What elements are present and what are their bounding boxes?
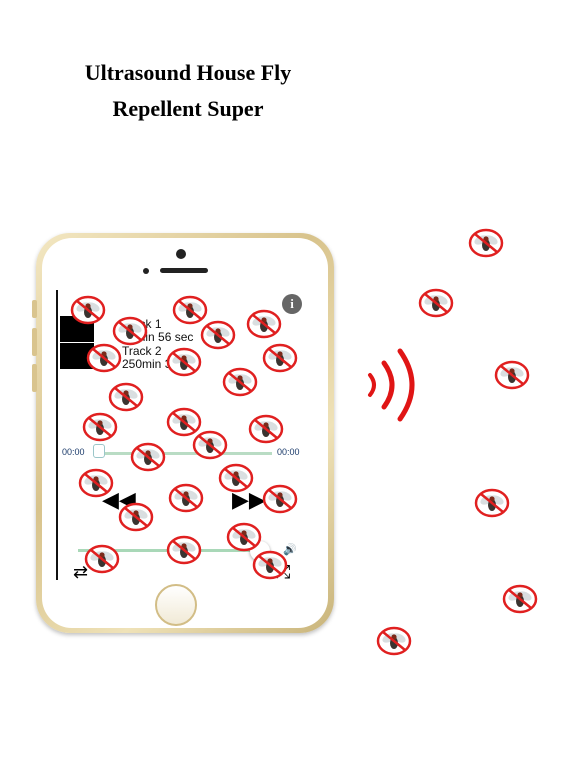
no-fly-icon: [246, 309, 282, 339]
home-button: [155, 584, 197, 626]
no-fly-icon: [172, 295, 208, 325]
progress-slider[interactable]: [100, 452, 272, 455]
no-fly-icon: [168, 483, 204, 513]
no-fly-icon: [252, 550, 288, 580]
progress-slider-thumb[interactable]: [93, 444, 105, 458]
speaker-icon: 🔊: [283, 544, 297, 556]
no-fly-icon: [130, 442, 166, 472]
time-total: 00:00: [277, 447, 300, 457]
no-fly-icon: [248, 414, 284, 444]
repeat-icon[interactable]: ⇄: [73, 562, 89, 582]
no-fly-icon: [166, 535, 202, 565]
no-fly-icon: [226, 522, 262, 552]
earpiece-speaker: [160, 268, 208, 273]
info-button[interactable]: i: [282, 294, 302, 314]
no-fly-icon: [192, 430, 228, 460]
no-fly-icon: [494, 360, 530, 390]
no-fly-icon: [84, 544, 120, 574]
no-fly-icon: [376, 626, 412, 656]
ultrasound-waves-icon: [368, 348, 415, 422]
headline-line-2: Repellent Super: [112, 96, 264, 121]
no-fly-icon: [474, 488, 510, 518]
no-fly-icon: [108, 382, 144, 412]
no-fly-icon: [86, 343, 122, 373]
no-fly-icon: [502, 584, 538, 614]
no-fly-icon: [166, 407, 202, 437]
fast-forward-icon[interactable]: ▶▶: [232, 487, 266, 512]
proximity-sensor: [143, 268, 149, 274]
phone-mute-switch: [32, 300, 37, 318]
phone-volume-down: [32, 364, 37, 392]
no-fly-icon: [200, 320, 236, 350]
track-2-title[interactable]: Track 2: [122, 344, 162, 358]
no-fly-icon: [218, 463, 254, 493]
no-fly-icon: [418, 288, 454, 318]
no-fly-icon: [222, 367, 258, 397]
no-fly-icon: [78, 468, 114, 498]
no-fly-icon: [112, 316, 148, 346]
no-fly-icon: [262, 343, 298, 373]
no-fly-icon: [262, 484, 298, 514]
time-elapsed: 00:00: [62, 447, 85, 457]
front-camera: [176, 249, 186, 259]
no-fly-icon: [70, 295, 106, 325]
no-fly-icon: [118, 502, 154, 532]
no-fly-icon: [82, 412, 118, 442]
phone-volume-up: [32, 328, 37, 356]
no-fly-icon: [166, 347, 202, 377]
headline-line-1: Ultrasound House Fly: [84, 60, 292, 85]
no-fly-icon: [468, 228, 504, 258]
